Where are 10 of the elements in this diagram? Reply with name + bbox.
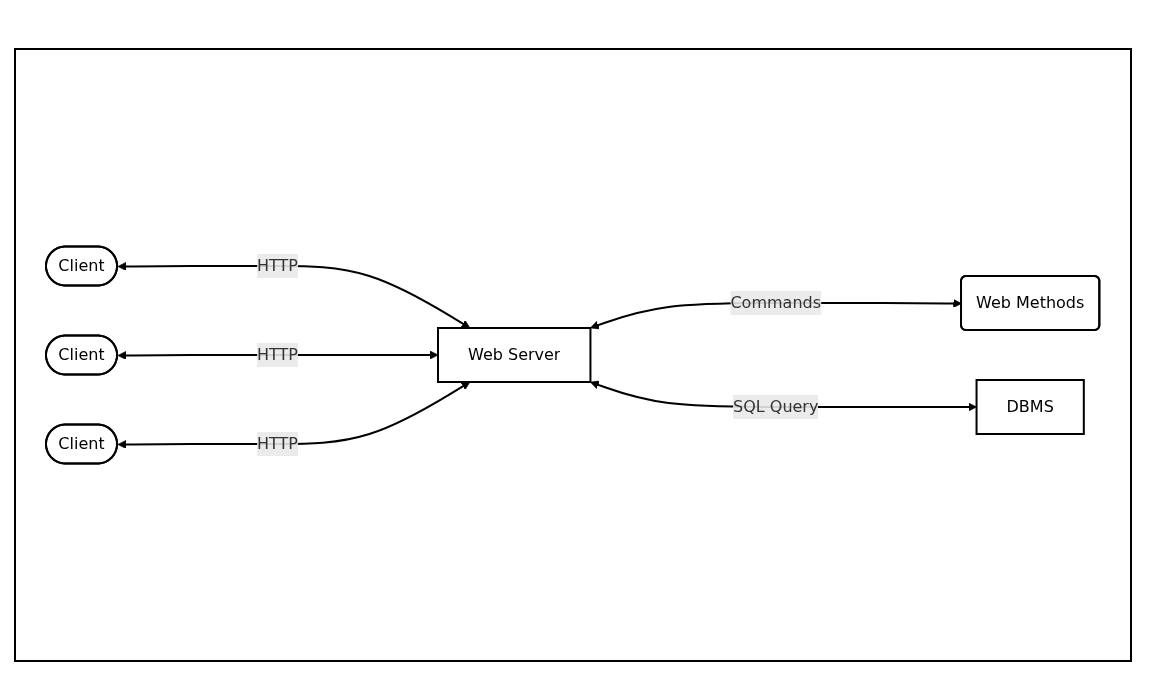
edge-label: HTTP bbox=[257, 345, 299, 364]
node-box bbox=[975, 379, 1086, 435]
diagram-frame: HTTP HTTP HTTP Commands SQL Query Client Client Client Web Server Web Methods DBMS bbox=[14, 48, 1132, 662]
arrow bbox=[117, 262, 471, 329]
edge-label: SQL Query bbox=[733, 397, 819, 416]
edge-label: HTTP bbox=[257, 256, 299, 275]
node-box bbox=[437, 327, 592, 383]
edge-label: HTTP bbox=[257, 434, 299, 453]
edge-label: Commands bbox=[730, 293, 822, 312]
arrow bbox=[117, 381, 471, 449]
